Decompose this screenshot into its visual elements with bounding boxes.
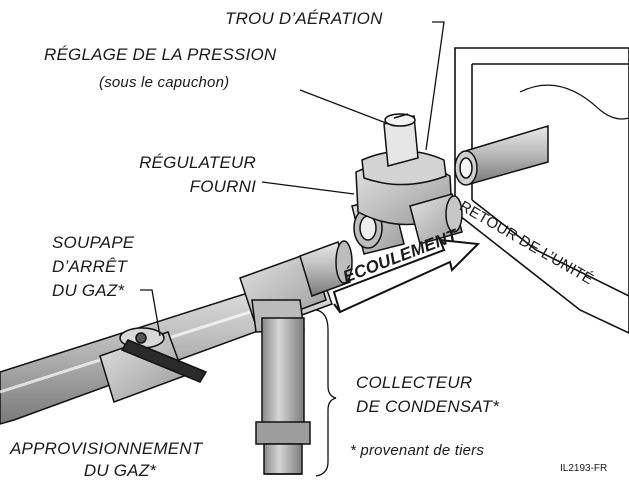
collector-bracket bbox=[315, 309, 337, 477]
shutoff-leader bbox=[140, 289, 161, 337]
pressure-adjust-leader bbox=[299, 89, 395, 127]
shutoff-label-line1: SOUPAPE bbox=[52, 233, 135, 252]
figure-code: IL2193-FR bbox=[560, 463, 608, 474]
regulator-leader bbox=[261, 181, 355, 195]
supply-label-line2: DU GAZ* bbox=[83, 461, 157, 480]
regulator-label-line1: RÉGULATEUR bbox=[139, 153, 256, 172]
regulator-label-line2: FOURNI bbox=[189, 177, 256, 196]
leader-lines bbox=[140, 21, 445, 477]
unit-wall bbox=[454, 47, 629, 334]
supplied-regulator bbox=[351, 113, 463, 255]
collector-label-line2: DE CONDENSAT* bbox=[356, 397, 500, 416]
pressure-adjust-label: RÉGLAGE DE LA PRESSION bbox=[44, 45, 277, 64]
collector-label-line1: COLLECTEUR bbox=[356, 373, 473, 392]
pressure-adjust-note: (sous le capuchon) bbox=[99, 74, 230, 91]
shutoff-label-line2: D’ARRÊT bbox=[52, 257, 128, 276]
unit-return-pipe bbox=[454, 124, 549, 186]
shutoff-valve bbox=[99, 327, 208, 403]
shutoff-label-line3: DU GAZ* bbox=[52, 281, 125, 300]
vent-hole-label: TROU D’AÉRATION bbox=[225, 9, 383, 28]
flow-arrow bbox=[332, 238, 481, 314]
supply-label-line1: APPROVISIONNEMENT bbox=[10, 439, 203, 458]
vent-hole-leader bbox=[425, 21, 445, 151]
condensate-collector bbox=[255, 317, 311, 475]
third-party-note: * provenant de tiers bbox=[350, 442, 485, 459]
